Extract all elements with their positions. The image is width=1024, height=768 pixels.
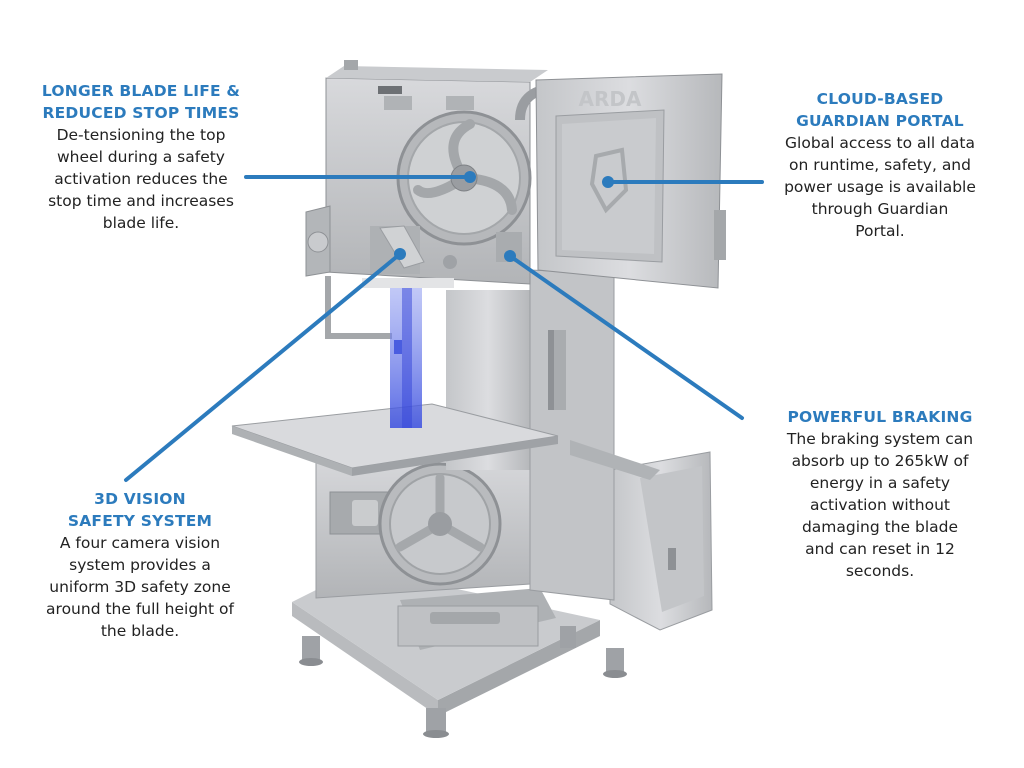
body-line: seconds. xyxy=(845,562,915,580)
title-line: SAFETY SYSTEM xyxy=(67,512,213,530)
work-table xyxy=(231,403,559,476)
body-line: De-tensioning the top xyxy=(56,126,226,144)
callout-3d-vision-body: A four camera vision system provides a u… xyxy=(24,532,256,642)
body-line: The braking system can xyxy=(786,430,974,448)
door-lettering: ARDA xyxy=(579,87,642,111)
title-line: REDUCED STOP TIMES xyxy=(42,104,240,122)
callout-powerful-braking-title: POWERFUL BRAKING xyxy=(766,406,994,428)
callout-powerful-braking-body: The braking system can absorb up to 265k… xyxy=(766,428,994,582)
title-line: 3D VISION xyxy=(94,490,186,508)
body-line: damaging the blade xyxy=(801,518,959,536)
title-line: GUARDIAN PORTAL xyxy=(796,112,964,130)
guardian-shield-icon xyxy=(589,147,629,214)
body-line: wheel during a safety xyxy=(57,148,225,166)
guardian-portal-door: ARDA xyxy=(535,73,726,289)
callout-blade-life: LONGER BLADE LIFE & REDUCED STOP TIMES D… xyxy=(28,80,254,234)
body-line: Portal. xyxy=(855,222,905,240)
body-line: A four camera vision xyxy=(59,534,221,552)
callout-powerful-braking: POWERFUL BRAKING The braking system can … xyxy=(766,406,994,582)
body-line: around the full height of xyxy=(46,600,234,618)
leader-line-braking xyxy=(508,254,744,420)
leader-dots xyxy=(394,171,614,262)
title-line: LONGER BLADE LIFE & xyxy=(41,82,241,100)
body-line: on runtime, safety, and xyxy=(789,156,971,174)
body-line: and can reset in 12 xyxy=(805,540,955,558)
callout-blade-life-title: LONGER BLADE LIFE & REDUCED STOP TIMES xyxy=(28,80,254,124)
body-line: absorb up to 265kW of xyxy=(791,452,969,470)
vision-safety-zone xyxy=(390,288,422,428)
callout-3d-vision-title: 3D VISION SAFETY SYSTEM xyxy=(24,488,256,532)
body-line: energy in a safety xyxy=(809,474,951,492)
callout-3d-vision: 3D VISION SAFETY SYSTEM A four camera vi… xyxy=(24,488,256,642)
body-line: activation without xyxy=(810,496,950,514)
leader-lines xyxy=(124,175,764,482)
title-line: CLOUD-BASED xyxy=(816,90,944,108)
lower-right-door xyxy=(609,451,713,631)
body-line: power usage is available xyxy=(784,178,976,196)
body-line: Global access to all data xyxy=(785,134,975,152)
lower-cabinet xyxy=(315,451,531,599)
callout-guardian-portal: CLOUD-BASED GUARDIAN PORTAL Global acces… xyxy=(762,88,998,242)
body-line: stop time and increases xyxy=(48,192,234,210)
body-line: the blade. xyxy=(100,622,180,640)
leader-line-vision xyxy=(124,252,402,482)
body-line: blade life. xyxy=(102,214,180,232)
body-line: activation reduces the xyxy=(54,170,228,188)
base-frame xyxy=(292,568,627,738)
title-line: POWERFUL BRAKING xyxy=(787,408,973,426)
callout-guardian-portal-body: Global access to all data on runtime, sa… xyxy=(762,132,998,242)
body-line: through Guardian xyxy=(811,200,949,218)
callout-guardian-portal-title: CLOUD-BASED GUARDIAN PORTAL xyxy=(762,88,998,132)
body-line: system provides a xyxy=(69,556,211,574)
callout-blade-life-body: De-tensioning the top wheel during a saf… xyxy=(28,124,254,234)
body-line: uniform 3D safety zone xyxy=(49,578,231,596)
